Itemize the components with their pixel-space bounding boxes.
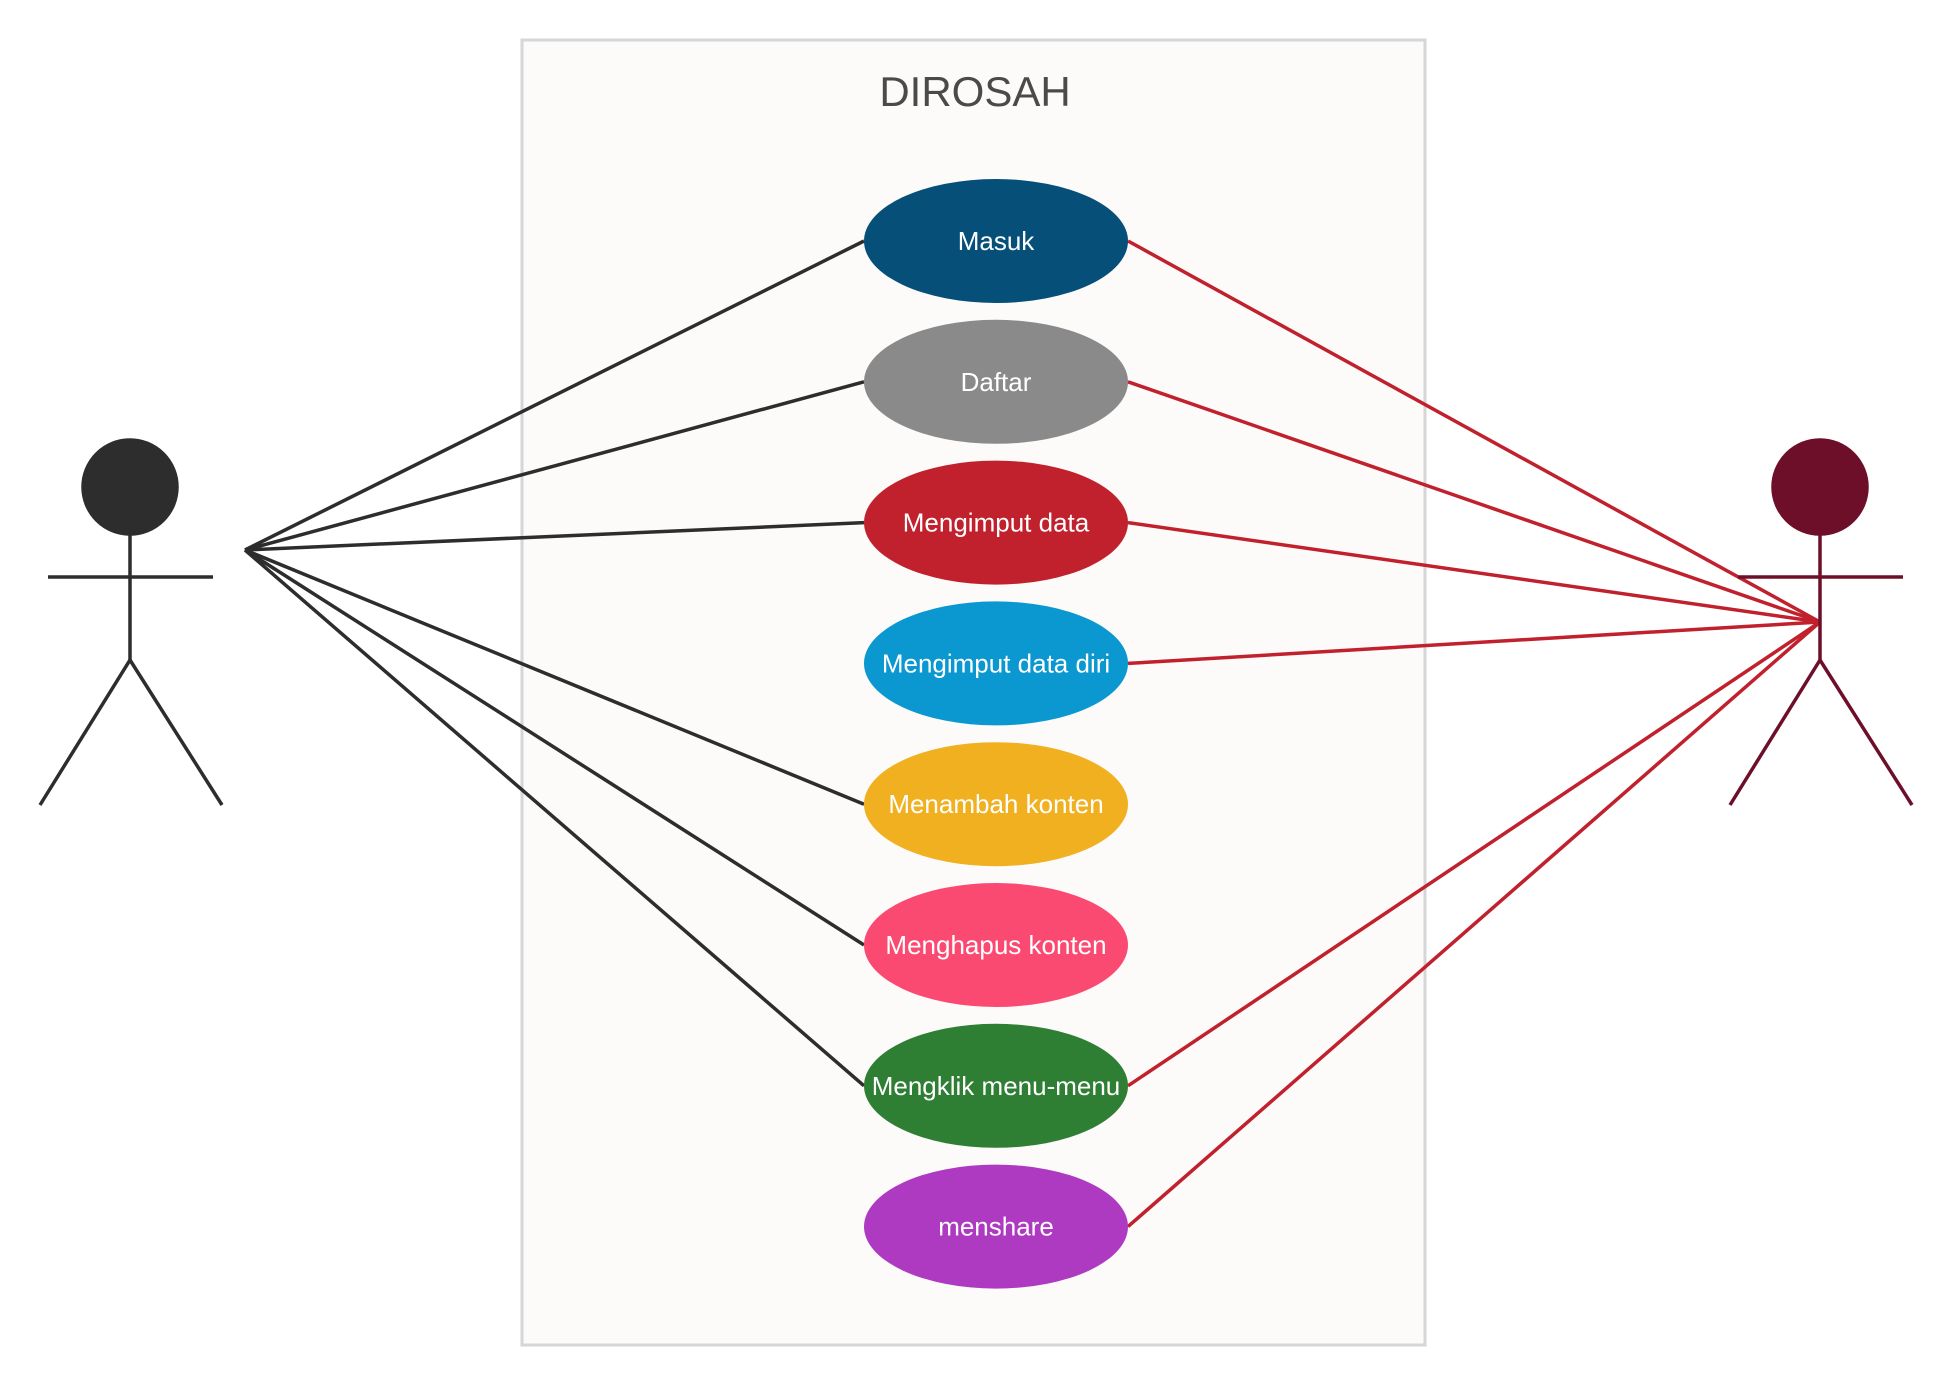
use-case: menshare (864, 1164, 1128, 1289)
use-case: Menambah konten (864, 742, 1128, 867)
use-case-ellipse (864, 1023, 1128, 1148)
use-case-label: Masuk (958, 226, 1036, 256)
left-actor-associations (243, 239, 866, 1088)
association-line (1126, 620, 1822, 1228)
actor-left-leg (38, 659, 132, 806)
association-line (1127, 620, 1821, 666)
association-line (244, 520, 865, 552)
use-case: Mengimput data diri (864, 601, 1128, 726)
use-case-ellipse (864, 1164, 1128, 1289)
use-case-label: Mengklik menu-menu (872, 1071, 1121, 1101)
association-line (243, 548, 866, 1088)
use-case-ellipse (864, 319, 1128, 444)
use-case-label: Mengimput data diri (882, 648, 1110, 678)
right-actor-associations (1126, 239, 1822, 1228)
use-case-label: Menambah konten (888, 789, 1103, 819)
use-case: Menghapus konten (864, 883, 1128, 1007)
use-case-label: Daftar (961, 367, 1032, 397)
association-line (1127, 620, 1821, 1088)
use-case-ellipse (864, 601, 1128, 726)
association-line (244, 239, 865, 552)
use-case: Masuk (864, 179, 1128, 303)
actor-right (1728, 438, 1914, 806)
use-case-ellipse (864, 460, 1128, 585)
use-case-ellipse (864, 179, 1128, 303)
association-line (244, 380, 865, 552)
use-case-ellipse (864, 883, 1128, 1007)
association-line (1127, 380, 1821, 624)
use-case: Daftar (864, 319, 1128, 444)
actor-left (38, 438, 224, 806)
use-case-label: Menghapus konten (885, 930, 1106, 960)
actor-left-leg (128, 659, 224, 806)
actor-right-head (1771, 438, 1869, 536)
actor-right-leg (1728, 659, 1822, 806)
use-case-label: menshare (938, 1212, 1054, 1242)
system-title: DIROSAH (879, 68, 1070, 115)
association-line (1127, 239, 1821, 624)
association-line (244, 548, 865, 806)
use-case-label: Mengimput data (903, 508, 1090, 538)
use-case-ellipse (864, 742, 1128, 867)
use-case: Mengimput data (864, 460, 1128, 585)
association-line (244, 548, 865, 947)
actor-right-leg (1818, 659, 1914, 806)
association-line (1127, 520, 1821, 624)
actor-left-head (81, 438, 179, 536)
use-case: Mengklik menu-menu (864, 1023, 1128, 1148)
